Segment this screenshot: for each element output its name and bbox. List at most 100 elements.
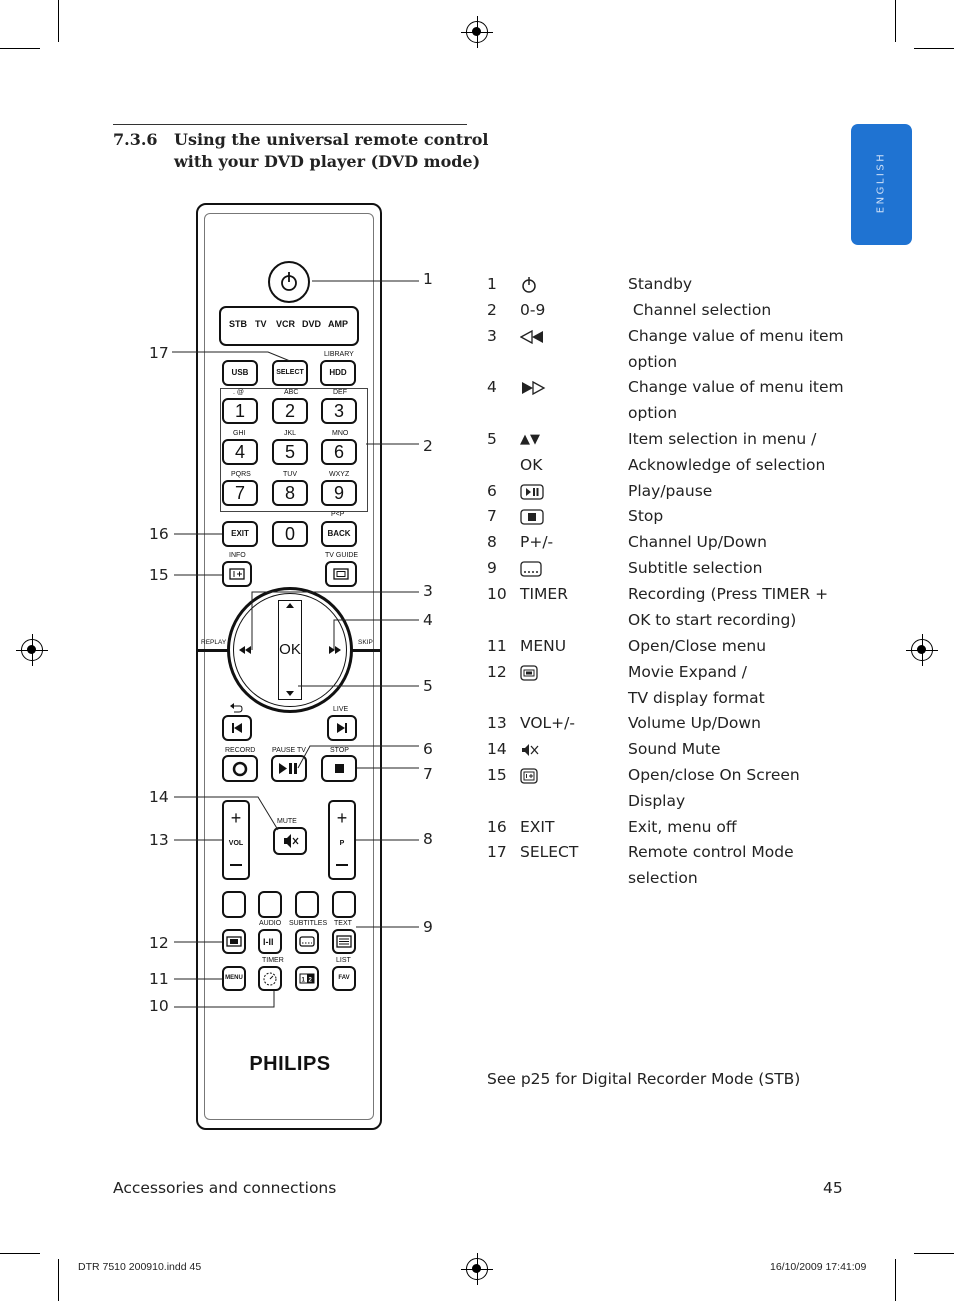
- p-label: P: [339, 840, 345, 847]
- legend-desc: Stop: [628, 507, 664, 525]
- legend-key: P+/-: [520, 533, 554, 551]
- record-label: RECORD: [225, 747, 256, 754]
- key-8-letters: TUV: [283, 471, 297, 478]
- navigation-wheel-inner: [233, 593, 347, 707]
- volume-up-icon[interactable]: +: [230, 808, 242, 828]
- exit-button[interactable]: EXIT: [222, 521, 258, 547]
- mode-dvd[interactable]: DVD: [302, 319, 322, 329]
- menu-button[interactable]: MENU: [222, 966, 246, 991]
- rewind-icon[interactable]: [238, 644, 254, 656]
- color-key-4[interactable]: [332, 891, 356, 918]
- crop-mark: [58, 0, 59, 42]
- color-key-3[interactable]: [295, 891, 319, 918]
- audio-button[interactable]: I-II: [258, 929, 282, 954]
- text-button[interactable]: [332, 929, 356, 954]
- keypad-frame: [220, 388, 368, 512]
- mode-amp[interactable]: AMP: [328, 319, 348, 329]
- info-button[interactable]: [222, 561, 252, 587]
- legend-num: 17: [487, 843, 507, 861]
- philips-logo: PHILIPS: [249, 1053, 331, 1075]
- key-2[interactable]: 2: [272, 398, 308, 424]
- color-key-2[interactable]: [258, 891, 282, 918]
- mode-vcr[interactable]: VCR: [276, 319, 296, 329]
- volume-down-icon[interactable]: [230, 864, 242, 866]
- mode-tv[interactable]: TV: [255, 319, 267, 329]
- previous-button[interactable]: [222, 715, 252, 741]
- play-pause-button[interactable]: [271, 755, 307, 782]
- color-key-1[interactable]: [222, 891, 246, 918]
- legend-num: 4: [487, 378, 497, 396]
- next-button[interactable]: [327, 715, 357, 741]
- key-9[interactable]: 9: [321, 480, 357, 506]
- standby-button[interactable]: [268, 261, 310, 303]
- channel-rocker[interactable]: + P: [328, 800, 356, 880]
- crop-mark: [0, 1253, 40, 1254]
- up-arrow-icon[interactable]: [284, 602, 296, 610]
- movie-expand-icon: [226, 936, 242, 947]
- mute-button[interactable]: [273, 827, 307, 855]
- key-0[interactable]: 0: [272, 521, 308, 547]
- subtitle-icon: [299, 936, 315, 947]
- select-button[interactable]: SELECT: [272, 360, 308, 386]
- key-1[interactable]: 1: [222, 398, 258, 424]
- volume-rocker[interactable]: + VOL: [222, 800, 250, 880]
- fav-button[interactable]: FAV: [332, 966, 356, 991]
- crop-mark: [895, 0, 896, 42]
- skip-label[interactable]: SKIP: [358, 639, 373, 646]
- key-5-letters: JKL: [284, 430, 297, 437]
- legend-key: MENU: [520, 637, 567, 655]
- key-9-letters: WXYZ: [329, 471, 350, 478]
- mode-stb[interactable]: STB: [229, 319, 247, 329]
- key-5[interactable]: 5: [272, 439, 308, 465]
- key-6[interactable]: 6: [321, 439, 357, 465]
- key-7[interactable]: 7: [222, 480, 258, 506]
- mute-label: MUTE: [277, 818, 297, 825]
- live-label: LIVE: [333, 706, 349, 713]
- callout-10: 10: [149, 997, 169, 1015]
- channel-down-icon[interactable]: [336, 864, 348, 866]
- legend-row-5: 5 ▲▼ Item selection in menu /: [487, 430, 847, 456]
- legend-row-1: 1 Standby: [487, 275, 847, 301]
- legend-row-10: 10 TIMER Recording (Press TIMER + OK to …: [487, 585, 847, 637]
- record-button[interactable]: [222, 755, 258, 782]
- tv-guide-button[interactable]: [325, 561, 357, 587]
- print-slug-file: DTR 7510 200910.indd 45: [78, 1261, 202, 1273]
- mode-selector-bar[interactable]: [219, 306, 359, 346]
- key-8[interactable]: 8: [272, 480, 308, 506]
- legend-desc: Display: [628, 792, 686, 810]
- legend-row-5b: OK Acknowledge of selection: [487, 456, 847, 482]
- legend-num: 13: [487, 714, 507, 732]
- callout-3: 3: [423, 582, 433, 600]
- hdd-button[interactable]: HDD: [320, 360, 356, 386]
- stop-button[interactable]: [321, 755, 357, 782]
- legend-row-13: 13 VOL+/- Volume Up/Down: [487, 714, 847, 740]
- key-3[interactable]: 3: [321, 398, 357, 424]
- key-4[interactable]: 4: [222, 439, 258, 465]
- pause-tv-label: PAUSE TV: [272, 747, 306, 754]
- legend-row-16: 16 EXIT Exit, menu off: [487, 818, 847, 844]
- legend-row-15: 15 Open/close On Screen Display: [487, 766, 847, 818]
- subtitles-button[interactable]: [295, 929, 319, 954]
- replay-label[interactable]: REPLAY: [201, 639, 227, 646]
- subtitle-icon: [520, 561, 542, 577]
- usb-button[interactable]: USB: [222, 360, 258, 386]
- callout-8: 8: [423, 830, 433, 848]
- ok-button[interactable]: OK: [279, 641, 301, 658]
- legend-num: 8: [487, 533, 497, 551]
- legend-row-4: 4 Change value of menu item option: [487, 378, 847, 430]
- back-button[interactable]: BACK: [321, 521, 357, 547]
- format-button[interactable]: [222, 929, 246, 954]
- timer-button[interactable]: [258, 966, 282, 991]
- fast-forward-icon[interactable]: [326, 644, 342, 656]
- list-label: LIST: [336, 957, 351, 964]
- channel-up-icon[interactable]: +: [336, 808, 348, 828]
- legend-key: TIMER: [520, 585, 568, 603]
- down-arrow-icon[interactable]: [284, 690, 296, 698]
- callout-1: 1: [423, 270, 433, 288]
- crop-mark: [914, 48, 954, 49]
- legend-desc: Remote control Mode: [628, 843, 794, 861]
- callout-5: 5: [423, 677, 433, 695]
- print-slug-date: 16/10/2009 17:41:09: [770, 1261, 867, 1273]
